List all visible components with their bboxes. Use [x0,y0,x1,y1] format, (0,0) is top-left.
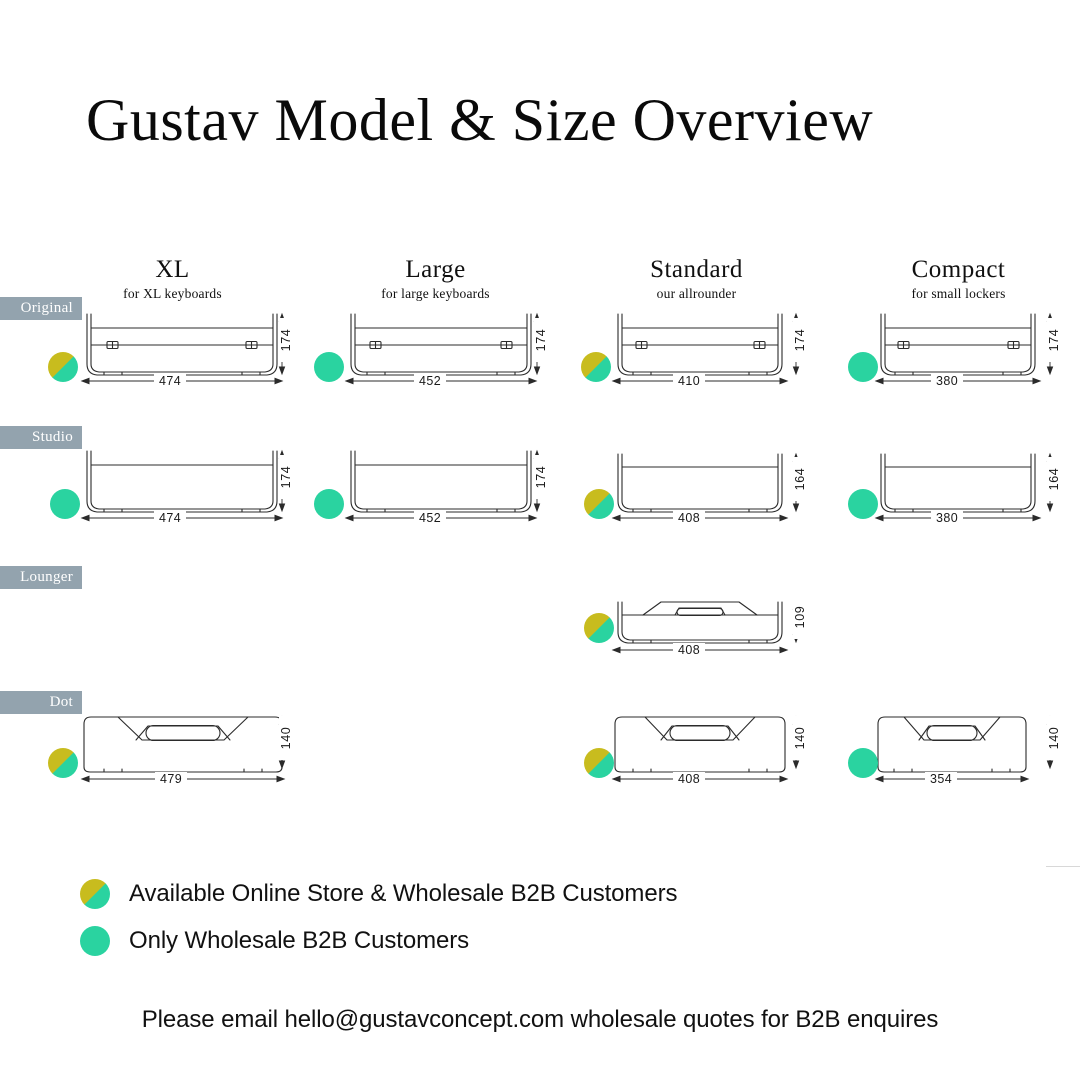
product-studio-xl: 474 [80,449,284,525]
availability-dot-original-standard [581,352,611,382]
dimension-height-original-compact-group: 174 [1040,312,1061,378]
dimension-height-studio-xl: 174 [279,455,293,499]
dimension-width-dot-compact: 354 [925,772,958,786]
dimension-height-original-xl-group: 174 [272,312,293,378]
dimension-width-studio-compact: 380 [931,511,964,525]
dimension-height-studio-standard-group: 164 [786,452,807,515]
product-studio-standard: 408 [611,452,789,525]
dimension-height-original-compact: 174 [1047,318,1061,362]
legend-marker-split [80,879,110,909]
row-label-studio: Studio [0,426,82,449]
legend-label-online-wholesale: Available Online Store & Wholesale B2B C… [129,880,678,907]
dimension-height-dot-xl: 140 [279,716,293,760]
column-header-compact: Compact for small lockers [866,256,1051,302]
column-header-xl-sub: for XL keyboards [123,286,222,301]
column-header-compact-name: Compact [911,256,1006,283]
dimension-width-dot-xl: 479 [155,772,188,786]
column-header-compact-sub: for small lockers [911,286,1006,301]
availability-dot-studio-standard [584,489,614,519]
product-dot-compact: 354 [874,712,1030,786]
availability-dot-dot-standard [584,748,614,778]
dimension-height-dot-compact: 140 [1047,716,1061,760]
availability-dot-studio-xl [50,489,80,519]
dimension-height-lounger-standard: 109 [793,595,807,639]
product-original-compact: 380 [874,312,1042,388]
dimension-width-original-large: 452 [414,374,447,388]
dimension-width-dot-standard: 408 [673,772,706,786]
product-lounger-standard: 408 [611,598,789,657]
dimension-width-studio-standard: 408 [673,511,706,525]
dimension-height-original-large: 174 [534,318,548,362]
legend-item-online-wholesale: Available Online Store & Wholesale B2B C… [80,879,677,909]
dimension-height-original-xl: 174 [279,318,293,362]
availability-dot-lounger-standard [584,613,614,643]
product-drawing-original-standard [611,313,789,385]
row-label-dot: Dot [0,691,82,714]
availability-dot-original-xl [48,352,78,382]
product-original-xl: 474 [80,312,284,388]
product-dot-xl: 479 [80,712,286,786]
product-studio-compact: 380 [874,452,1042,525]
dimension-width-studio-large: 452 [414,511,447,525]
dimension-width-original-xl: 474 [154,374,187,388]
row-label-lounger: Lounger [0,566,82,589]
footer-contact-note: Please email hello@gustavconcept.com who… [141,1006,939,1033]
legend-label-wholesale-only: Only Wholesale B2B Customers [129,927,469,954]
product-dot-standard: 408 [611,712,789,786]
column-header-standard: Standard our allrounder [604,256,789,302]
dimension-height-dot-xl-group: 140 [272,715,293,771]
product-original-large: 452 [344,312,538,388]
dimension-height-original-large-group: 174 [527,312,548,378]
page-title: Gustav Model & Size Overview [86,87,874,153]
product-drawing-dot-compact [874,716,1030,783]
availability-dot-original-compact [848,352,878,382]
column-header-large-name: Large [405,256,466,283]
availability-dot-studio-compact [848,489,878,519]
row-label-original: Original [0,297,82,320]
dimension-height-dot-standard-group: 140 [786,715,807,771]
dimension-height-dot-standard: 140 [793,716,807,760]
availability-dot-studio-large [314,489,344,519]
column-header-xl-name: XL [155,256,190,283]
dimension-height-original-standard-group: 174 [786,312,807,378]
dimension-height-studio-compact-group: 164 [1040,452,1061,515]
dimension-height-studio-xl-group: 174 [272,449,293,515]
dimension-height-original-standard: 174 [793,318,807,362]
dimension-width-lounger-standard: 408 [673,643,706,657]
dimension-height-studio-large: 174 [534,455,548,499]
column-header-xl: XL for XL keyboards [80,256,265,302]
product-studio-large: 452 [344,449,538,525]
legend-item-wholesale-only: Only Wholesale B2B Customers [80,926,469,956]
availability-dot-original-large [314,352,344,382]
availability-dot-dot-xl [48,748,78,778]
availability-dot-dot-compact [848,748,878,778]
product-original-standard: 410 [611,312,789,388]
column-header-large-sub: for large keyboards [381,286,490,301]
column-header-large: Large for large keyboards [343,256,528,302]
legend-marker-teal [80,926,110,956]
dimension-width-studio-xl: 474 [154,511,187,525]
column-header-standard-name: Standard [650,256,743,283]
column-header-standard-sub: our allrounder [656,286,737,301]
dimension-height-studio-large-group: 174 [527,449,548,515]
dimension-height-dot-compact-group: 140 [1040,715,1061,771]
divider [1046,866,1080,867]
dimension-height-lounger-standard-group: 109 [786,595,807,645]
dimension-height-studio-standard: 164 [793,457,807,501]
dimension-width-original-compact: 380 [931,374,964,388]
dimension-height-studio-compact: 164 [1047,457,1061,501]
dimension-width-original-standard: 410 [673,374,706,388]
